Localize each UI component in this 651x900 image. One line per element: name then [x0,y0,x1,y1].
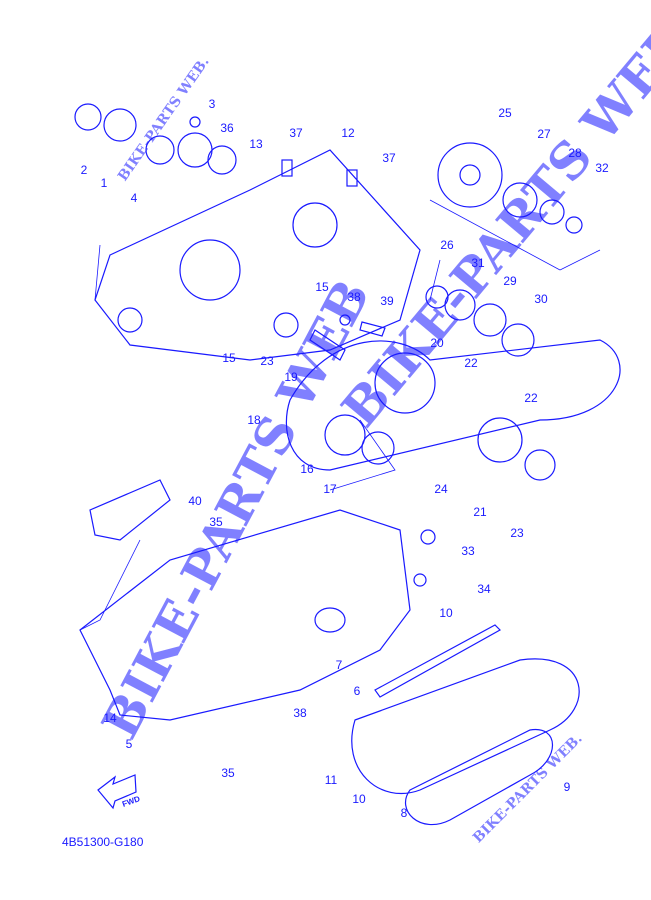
callout-28[interactable]: 28 [568,146,582,160]
callout-36[interactable]: 36 [220,121,234,135]
callout-39[interactable]: 39 [380,294,394,308]
callout-35[interactable]: 35 [221,766,235,780]
callout-13[interactable]: 13 [249,137,263,151]
callout-18[interactable]: 18 [247,413,261,427]
callout-33[interactable]: 33 [461,544,475,558]
callout-12[interactable]: 12 [341,126,355,140]
callout-10[interactable]: 10 [352,792,366,806]
callout-20[interactable]: 20 [430,336,444,350]
callout-34[interactable]: 34 [477,582,491,596]
callout-40[interactable]: 40 [188,494,202,508]
callout-23[interactable]: 23 [510,526,524,540]
callout-31[interactable]: 31 [471,256,485,270]
cover-gasket [374,624,501,698]
callout-37[interactable]: 37 [382,151,396,165]
callout-16[interactable]: 16 [300,462,314,476]
callout-10[interactable]: 10 [439,606,453,620]
callout-3[interactable]: 3 [208,97,216,111]
callout-9[interactable]: 9 [563,780,571,794]
fwd-arrow [97,774,137,810]
transmission-cover [351,658,580,795]
callout-15[interactable]: 15 [222,351,236,365]
callout-17[interactable]: 17 [323,482,337,496]
drive-belt [285,339,621,471]
stand-bracket [89,479,171,541]
crankcase-cover-upper [94,149,421,361]
callout-25[interactable]: 25 [498,106,512,120]
callout-38[interactable]: 38 [293,706,307,720]
callout-26[interactable]: 26 [440,238,454,252]
callout-22[interactable]: 22 [464,356,478,370]
callout-19[interactable]: 19 [284,370,298,384]
callout-23[interactable]: 23 [260,354,274,368]
callout-35[interactable]: 35 [209,515,223,529]
callout-14[interactable]: 14 [103,711,117,725]
callout-38[interactable]: 38 [347,290,361,304]
callout-7[interactable]: 7 [335,658,343,672]
callout-15[interactable]: 15 [315,280,329,294]
callout-1[interactable]: 1 [100,176,108,190]
callout-11[interactable]: 11 [324,773,338,787]
callout-22[interactable]: 22 [524,391,538,405]
part-code: 4B51300-G180 [62,835,144,849]
crankcase-lower [79,509,411,721]
callout-27[interactable]: 27 [537,127,551,141]
callout-24[interactable]: 24 [434,482,448,496]
gear [437,142,503,208]
callout-30[interactable]: 30 [534,292,548,306]
callout-21[interactable]: 21 [473,505,487,519]
callout-37[interactable]: 37 [289,126,303,140]
callout-5[interactable]: 5 [125,737,133,751]
callout-4[interactable]: 4 [130,191,138,205]
gear [374,352,436,414]
callout-2[interactable]: 2 [80,163,88,177]
callout-32[interactable]: 32 [595,161,609,175]
callout-8[interactable]: 8 [400,806,408,820]
callout-29[interactable]: 29 [503,274,517,288]
o-ring [74,103,102,131]
callout-6[interactable]: 6 [353,684,361,698]
